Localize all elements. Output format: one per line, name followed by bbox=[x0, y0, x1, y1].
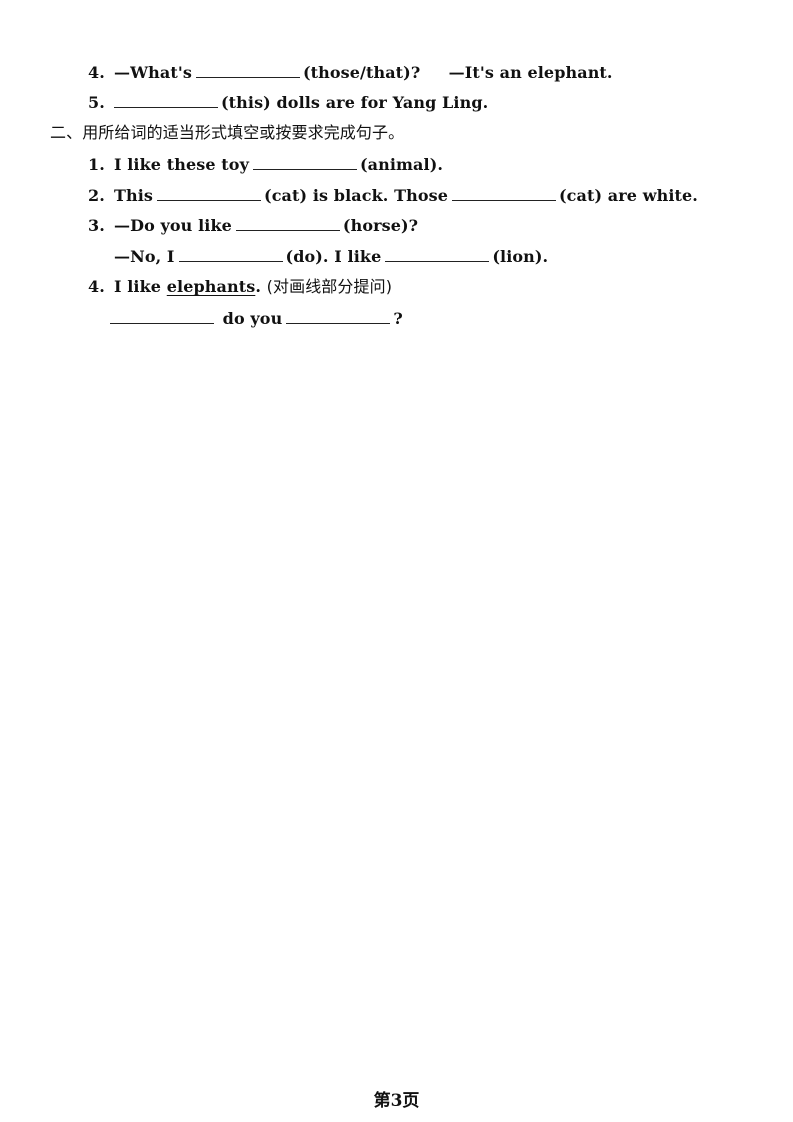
question-text: This bbox=[114, 186, 154, 205]
page-number: 第3页 bbox=[373, 1091, 420, 1111]
question-text: (animal). bbox=[359, 155, 444, 174]
answer-blank[interactable] bbox=[157, 185, 262, 201]
answer-blank[interactable] bbox=[195, 62, 300, 78]
question-text: (horse)? bbox=[342, 216, 419, 235]
question-3: 3. —Do you like (horse)? bbox=[88, 215, 418, 236]
question-number: 2. bbox=[88, 186, 105, 205]
answer-blank[interactable] bbox=[286, 308, 391, 324]
question-text: I like bbox=[114, 277, 162, 296]
answer-blank[interactable] bbox=[114, 92, 218, 108]
question-text: I like these toy bbox=[114, 155, 249, 174]
question-text: (lion). bbox=[492, 247, 549, 266]
question-number: 1. bbox=[88, 155, 105, 174]
question-4-section2: 4. I like elephants. (对画线部分提问) bbox=[88, 277, 392, 297]
answer-blank[interactable] bbox=[178, 246, 283, 262]
answer-text: —It's an elephant. bbox=[448, 63, 613, 82]
question-4: 4. —What's (those/that)? —It's an elephant… bbox=[88, 62, 613, 83]
section-title: 二、用所给词的适当形式填空或按要求完成句子。 bbox=[50, 123, 405, 142]
instruction-note: (对画线部分提问) bbox=[266, 277, 393, 296]
answer-blank[interactable] bbox=[385, 246, 490, 262]
question-number: 4. bbox=[88, 277, 105, 296]
answer-blank[interactable] bbox=[235, 215, 340, 231]
question-5: 5. (this) dolls are for Yang Ling. bbox=[88, 92, 488, 113]
question-text: . bbox=[255, 277, 261, 296]
question-2: 2. This (cat) is black. Those (cat) are whi… bbox=[88, 185, 698, 206]
question-number: 3. bbox=[88, 216, 105, 235]
question-1: 1. I like these toy (animal). bbox=[88, 154, 443, 175]
question-text: (cat) is black. Those bbox=[264, 186, 448, 205]
answer-blank[interactable] bbox=[110, 308, 214, 324]
question-text: do you bbox=[222, 309, 283, 328]
question-text: (this) dolls are for Yang Ling. bbox=[221, 93, 489, 112]
question-text: (those/that)? bbox=[302, 63, 421, 82]
question-number: 5. bbox=[88, 93, 105, 112]
question-text: ? bbox=[393, 309, 403, 328]
question-text: (do). I like bbox=[285, 247, 382, 266]
question-text: —No, I bbox=[114, 247, 175, 266]
question-number: 4. bbox=[88, 63, 105, 82]
question-text: —Do you like bbox=[114, 216, 232, 235]
question-text: —What's bbox=[114, 63, 192, 82]
question-4-answer-line: do you? bbox=[110, 308, 403, 329]
question-3-reply: —No, I (do). I like (lion). bbox=[114, 246, 548, 267]
underlined-word: elephants bbox=[166, 277, 256, 296]
answer-blank[interactable] bbox=[452, 185, 556, 201]
answer-blank[interactable] bbox=[252, 154, 357, 170]
question-text: (cat) are white. bbox=[559, 186, 698, 205]
